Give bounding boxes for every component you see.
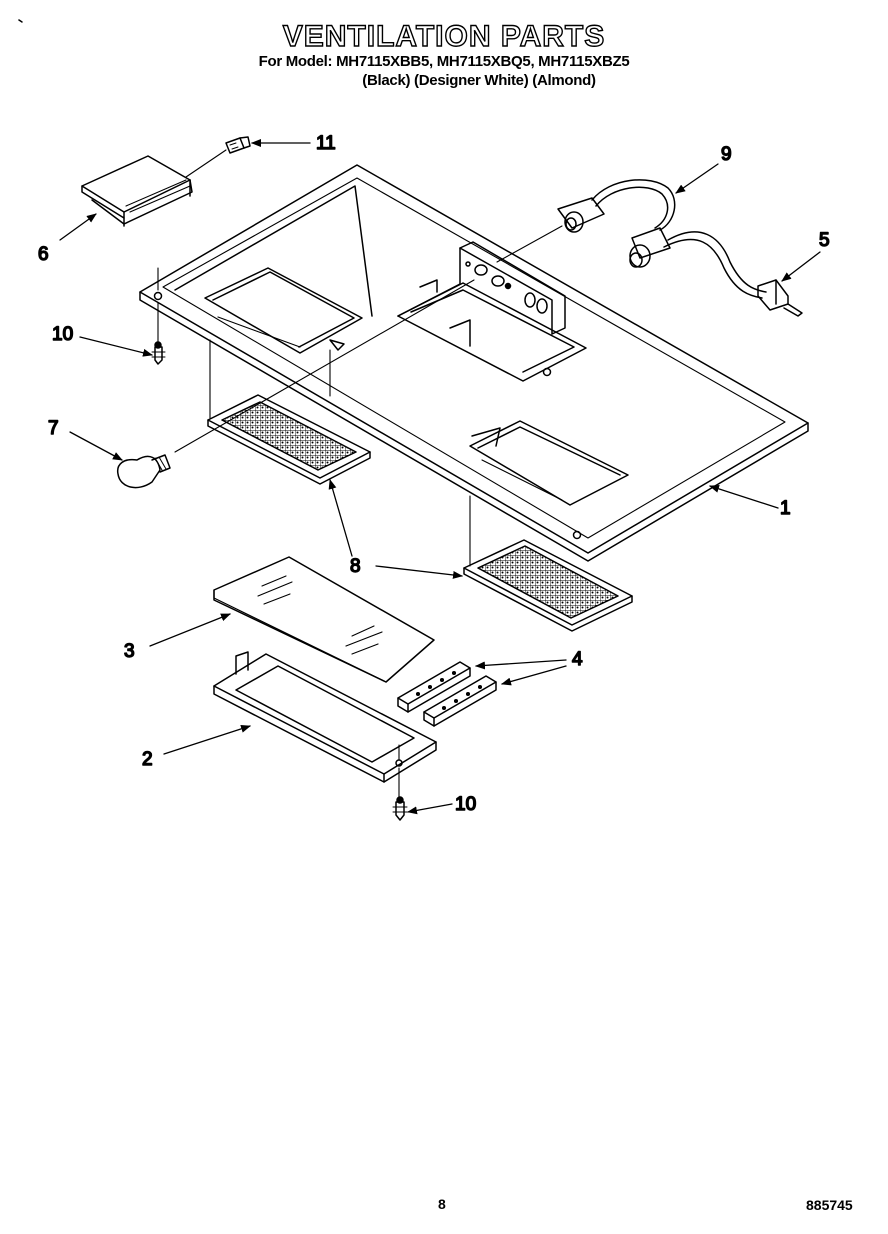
document-number: 885745 (806, 1197, 853, 1213)
vent-base-plate (139, 164, 809, 562)
model-list: For Model: MH7115XBB5, MH7115XBQ5, MH711… (258, 53, 630, 70)
vent-damper (81, 155, 193, 227)
callout-7: 7 (48, 418, 59, 439)
grille-strip-lower (423, 675, 497, 727)
corner-mark (18, 19, 23, 23)
light-cover-frame (213, 651, 437, 783)
screw-11 (225, 136, 251, 154)
callout-1: 1 (780, 498, 791, 519)
grille-strip-upper (397, 661, 471, 713)
callout-arrows (59, 139, 821, 815)
lamp-socket-harness (557, 179, 803, 317)
callout-10-lower: 10 (455, 794, 476, 815)
screw-10-upper (151, 341, 166, 365)
page-title: VENTILATION PARTS (282, 19, 606, 53)
light-bulb (116, 454, 171, 489)
callout-11: 11 (316, 133, 336, 154)
lamp-socket-bracket (397, 241, 566, 347)
callout-3: 3 (124, 641, 135, 662)
assembly-lines (157, 149, 563, 799)
callout-4: 4 (572, 649, 583, 670)
callout-8: 8 (350, 556, 361, 577)
screw-10-lower (392, 796, 408, 821)
callout-10-upper: 10 (52, 324, 73, 345)
callout-6: 6 (38, 244, 49, 265)
light-lens (213, 556, 435, 683)
model-colors: (Black) (Designer White) (Almond) (362, 72, 596, 89)
grease-filter-left (207, 394, 371, 485)
grease-filter-right (463, 539, 633, 632)
page-number: 8 (438, 1196, 446, 1212)
callout-5: 5 (819, 230, 830, 251)
callout-2: 2 (142, 749, 153, 770)
callout-9: 9 (721, 144, 732, 165)
